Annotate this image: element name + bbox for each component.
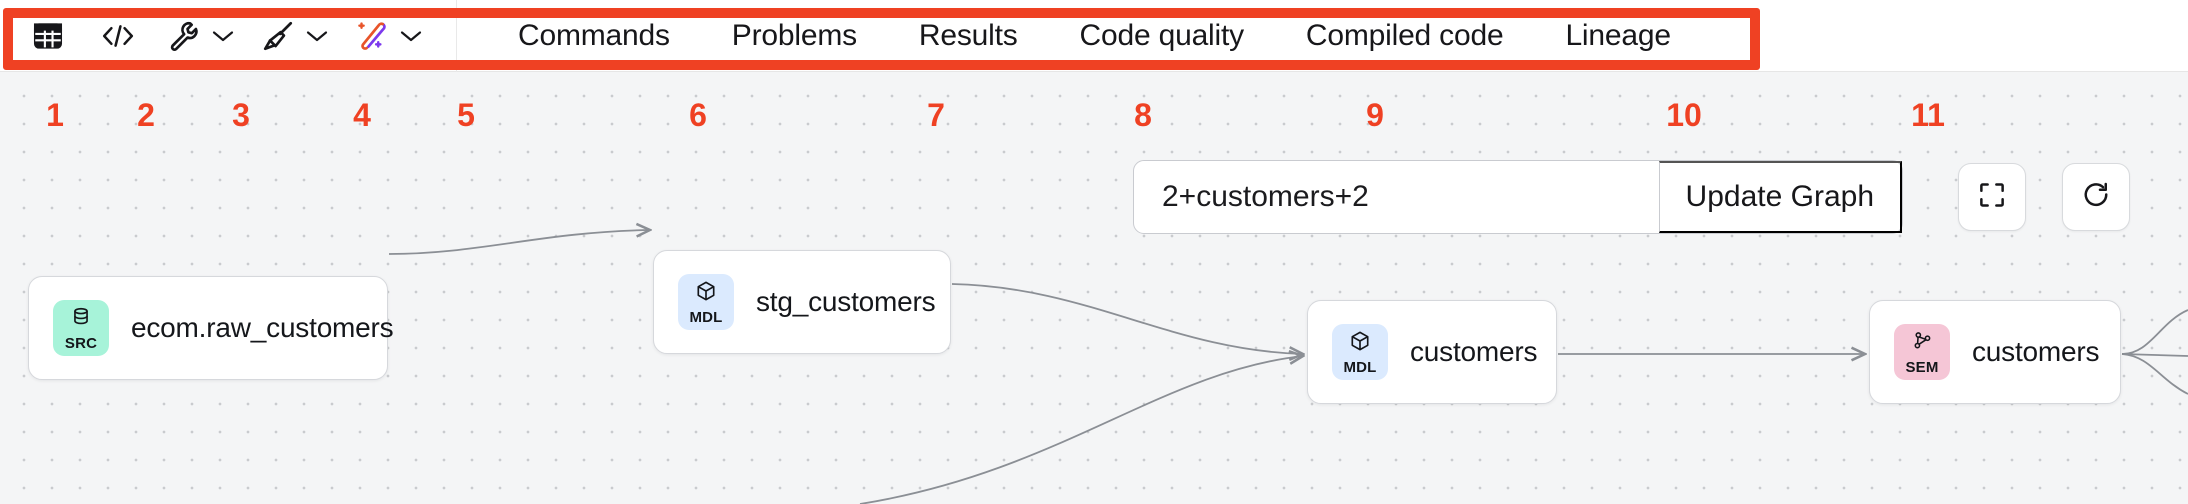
callout-number-8: 8 — [1134, 97, 1152, 133]
fullscreen-icon — [1977, 180, 2007, 215]
cube-icon — [1349, 330, 1371, 357]
tab-compiled-code[interactable]: Compiled code — [1305, 18, 1504, 52]
callout-number-10: 10 — [1666, 97, 1702, 133]
graph-node[interactable]: MDL stg_customers — [653, 250, 951, 354]
badge-type-label: SEM — [1905, 358, 1939, 376]
callout-number-5: 5 — [457, 97, 475, 133]
callout-number-6: 6 — [689, 97, 707, 133]
panel-tabs: Commands Problems Results Code quality C… — [487, 0, 1702, 71]
tab-lineage[interactable]: Lineage — [1565, 18, 1671, 52]
chevron-down-icon — [300, 29, 334, 43]
node-label: customers — [1410, 336, 1538, 367]
tools-dropdown-button[interactable] — [162, 19, 240, 53]
network-icon — [1911, 330, 1933, 357]
node-label: ecom.raw_customers — [131, 312, 394, 343]
callout-number-9: 9 — [1366, 97, 1384, 133]
node-label: customers — [1972, 336, 2100, 367]
wrench-icon — [162, 19, 206, 53]
refresh-button[interactable] — [2062, 163, 2130, 231]
graph-filter-input[interactable] — [1134, 161, 1659, 233]
code-icon — [96, 21, 140, 51]
toolbar-divider — [456, 0, 457, 72]
callout-number-4: 4 — [353, 97, 371, 133]
update-graph-button[interactable]: Update Graph — [1658, 161, 1902, 233]
callout-number-2: 2 — [137, 97, 155, 133]
badge-type-label: SRC — [64, 334, 98, 352]
graph-edges — [388, 72, 2188, 504]
broom-icon — [256, 19, 300, 53]
node-type-badge: MDL — [1332, 324, 1388, 380]
callout-number-3: 3 — [232, 97, 250, 133]
callout-number-11: 11 — [1911, 97, 1945, 133]
table-view-button[interactable] — [26, 19, 70, 53]
callout-number-7: 7 — [927, 97, 945, 133]
table-view-icon — [26, 19, 70, 53]
tab-problems[interactable]: Problems — [731, 18, 857, 52]
database-icon — [70, 306, 92, 333]
chevron-down-icon — [206, 29, 240, 43]
toolbar-icon-group — [0, 0, 457, 72]
refresh-icon — [2081, 180, 2111, 215]
node-label: stg_customers — [756, 286, 936, 317]
fullscreen-button[interactable] — [1958, 163, 2026, 231]
graph-node[interactable]: SRC ecom.raw_customers — [28, 276, 394, 380]
graph-filter-bar: Update Graph — [1133, 160, 1903, 234]
ai-dropdown-button[interactable] — [350, 19, 428, 53]
code-button[interactable] — [96, 21, 140, 51]
graph-node[interactable]: MDL customers — [1307, 300, 1557, 404]
format-dropdown-button[interactable] — [256, 19, 334, 53]
magic-wand-icon — [350, 19, 394, 53]
badge-type-label: MDL — [1343, 358, 1377, 376]
node-type-badge: MDL — [678, 274, 734, 330]
node-type-badge: SEM — [1894, 324, 1950, 380]
tab-commands[interactable]: Commands — [518, 18, 670, 52]
graph-node[interactable]: SEM customers — [1869, 300, 2121, 404]
tab-code-quality[interactable]: Code quality — [1079, 18, 1245, 52]
cube-icon — [695, 280, 717, 307]
node-type-badge: SRC — [53, 300, 109, 356]
editor-toolbar: Commands Problems Results Code quality C… — [0, 0, 2188, 72]
tab-results[interactable]: Results — [918, 18, 1018, 52]
badge-type-label: MDL — [689, 308, 723, 326]
callout-number-1: 1 — [46, 97, 64, 133]
lineage-graph-canvas[interactable]: SRC ecom.raw_customers MDL stg_customers — [0, 72, 2188, 504]
chevron-down-icon — [394, 29, 428, 43]
